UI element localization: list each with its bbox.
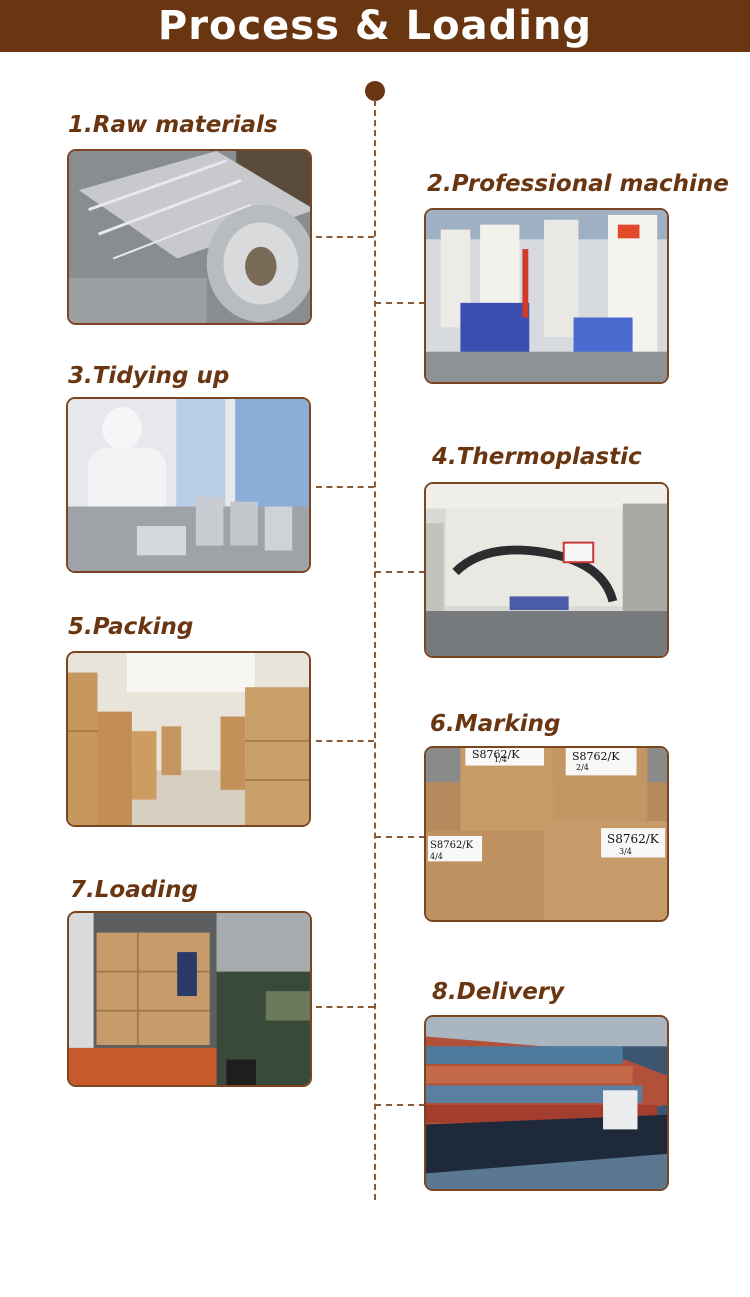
header-banner: Process & Loading [0,0,750,52]
professional-machine-photo [424,208,669,384]
carton-label-2: S8762/K [572,750,620,763]
loading-photo [67,911,312,1087]
carton-label-1: S8762/K [472,748,520,761]
carton-label-4: S8762/K [607,832,659,846]
step-title-delivery: 8.Delivery [432,979,565,1005]
step-title-packing: 5.Packing [68,614,194,640]
timeline-start-dot [365,81,385,101]
step-title-tidying-up: 3.Tidying up [68,363,230,389]
carton-count-2: 2/4 [576,763,589,772]
thermoplastic-photo [424,482,669,658]
marking-photo: S8762/K 1/4 S8762/K 2/4 S8762/K 4/4 S876… [424,746,669,922]
connector-2 [375,302,425,304]
tidying-up-photo [66,397,311,573]
page-title: Process & Loading [157,3,593,49]
step-title-marking: 6.Marking [430,711,561,737]
connector-7 [316,1006,374,1008]
connector-4 [375,571,425,573]
timeline-line [374,100,376,1200]
step-title-loading: 7.Loading [70,877,198,903]
carton-count-4: 3/4 [619,847,632,856]
step-title-professional-machine: 2.Professional machine [427,171,729,197]
delivery-photo [424,1015,669,1191]
connector-3 [316,486,374,488]
raw-materials-photo [67,149,312,325]
carton-label-3: S8762/K [430,840,474,851]
step-title-raw-materials: 1.Raw materials [68,112,278,138]
packing-photo [66,651,311,827]
carton-count-3: 4/4 [430,852,443,861]
connector-6 [375,836,425,838]
carton-count-1: 1/4 [494,755,507,764]
connector-8 [375,1104,425,1106]
step-title-thermoplastic: 4.Thermoplastic [432,444,642,470]
connector-1 [316,236,374,238]
connector-5 [316,740,374,742]
